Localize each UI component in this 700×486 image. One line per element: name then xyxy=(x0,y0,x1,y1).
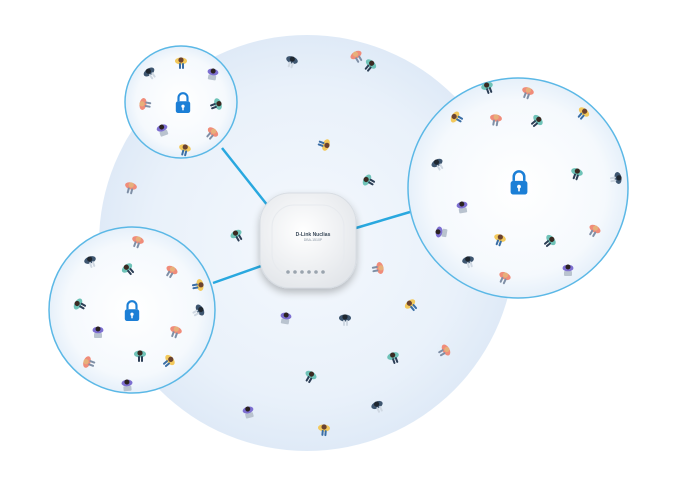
left-secure-zone xyxy=(48,226,216,394)
link-top-left xyxy=(221,147,269,207)
top-left-secure-zone xyxy=(124,45,238,159)
device-model-label: DBA-1510P xyxy=(303,238,323,242)
link-right xyxy=(355,210,411,230)
wireless-access-point xyxy=(259,192,357,289)
device-brand-label: D-Link Nuclias xyxy=(295,232,331,238)
right-secure-zone xyxy=(407,77,629,299)
status-leds xyxy=(286,270,325,274)
link-left xyxy=(212,263,265,285)
